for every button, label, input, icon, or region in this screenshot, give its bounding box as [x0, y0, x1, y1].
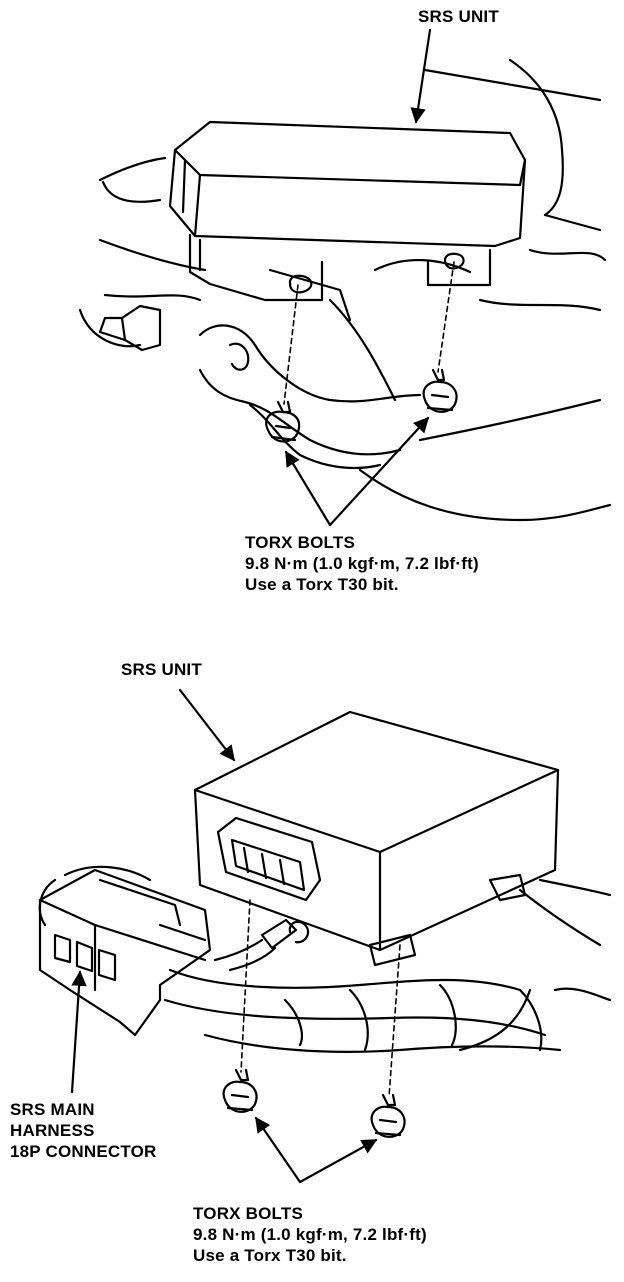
bottom-bolts-callout: TORX BOLTS 9.8 N·m (1.0 kgf·m, 7.2 lbf·f…	[193, 1203, 427, 1266]
bottom-leaders	[70, 688, 401, 1184]
top-left-slot	[288, 274, 313, 294]
bottom-illustration	[38, 710, 612, 1053]
bottom-torque-spec: 9.8 N·m (1.0 kgf·m, 7.2 lbf·ft)	[193, 1225, 427, 1244]
bottom-bolts-leader-left	[254, 1116, 302, 1184]
bottom-srs-unit-box	[193, 710, 560, 952]
top-bolt-right	[422, 368, 458, 413]
top-right-mount-tab	[426, 248, 492, 287]
bottom-bolt-left	[222, 1068, 258, 1113]
top-torque-spec: 9.8 N·m (1.0 kgf·m, 7.2 lbf·ft)	[245, 554, 479, 573]
top-bolt-axis-right	[437, 261, 455, 373]
bottom-bolts-leader-right	[298, 1138, 378, 1184]
top-srs-unit-label: SRS UNIT	[418, 7, 499, 26]
bottom-bolt-axis-left	[240, 899, 251, 1073]
top-left-mount-tab	[188, 233, 324, 302]
bottom-bolt-axis-right	[388, 944, 401, 1098]
bottom-bolt-right	[370, 1093, 406, 1138]
top-unit-leader	[410, 28, 432, 124]
connector-callout: SRS MAIN HARNESS 18P CONNECTOR	[10, 1099, 157, 1162]
top-illustration	[78, 58, 612, 522]
bottom-unit-leader	[178, 688, 236, 762]
srs-main-harness-connector	[38, 868, 212, 1037]
top-tool-note: Use a Torx T30 bit.	[245, 575, 399, 594]
top-bolt-left	[265, 400, 301, 443]
bottom-bolts-title: TORX BOLTS	[193, 1204, 303, 1223]
bottom-unit-socket	[216, 816, 322, 902]
connector-label-line2: HARNESS	[10, 1121, 95, 1140]
top-side-plug	[120, 304, 162, 352]
top-bolts-leader-right	[328, 416, 430, 527]
bottom-srs-unit-label: SRS UNIT	[121, 660, 202, 679]
top-leaders	[283, 28, 455, 527]
top-bolts-callout: TORX BOLTS 9.8 N·m (1.0 kgf·m, 7.2 lbf·f…	[245, 532, 479, 595]
top-bolts-leader-left	[284, 450, 332, 527]
top-wire-harness	[198, 324, 422, 403]
top-srs-unit-box	[168, 120, 527, 248]
top-body-outline	[98, 156, 167, 182]
top-bolt-axis-left	[283, 284, 299, 405]
connector-label-line3: 18P CONNECTOR	[10, 1142, 157, 1161]
bottom-tool-note: Use a Torx T30 bit.	[193, 1246, 347, 1265]
connector-label-line1: SRS MAIN	[10, 1100, 95, 1119]
connector-leader	[70, 970, 87, 1094]
top-bolts-title: TORX BOLTS	[245, 533, 355, 552]
